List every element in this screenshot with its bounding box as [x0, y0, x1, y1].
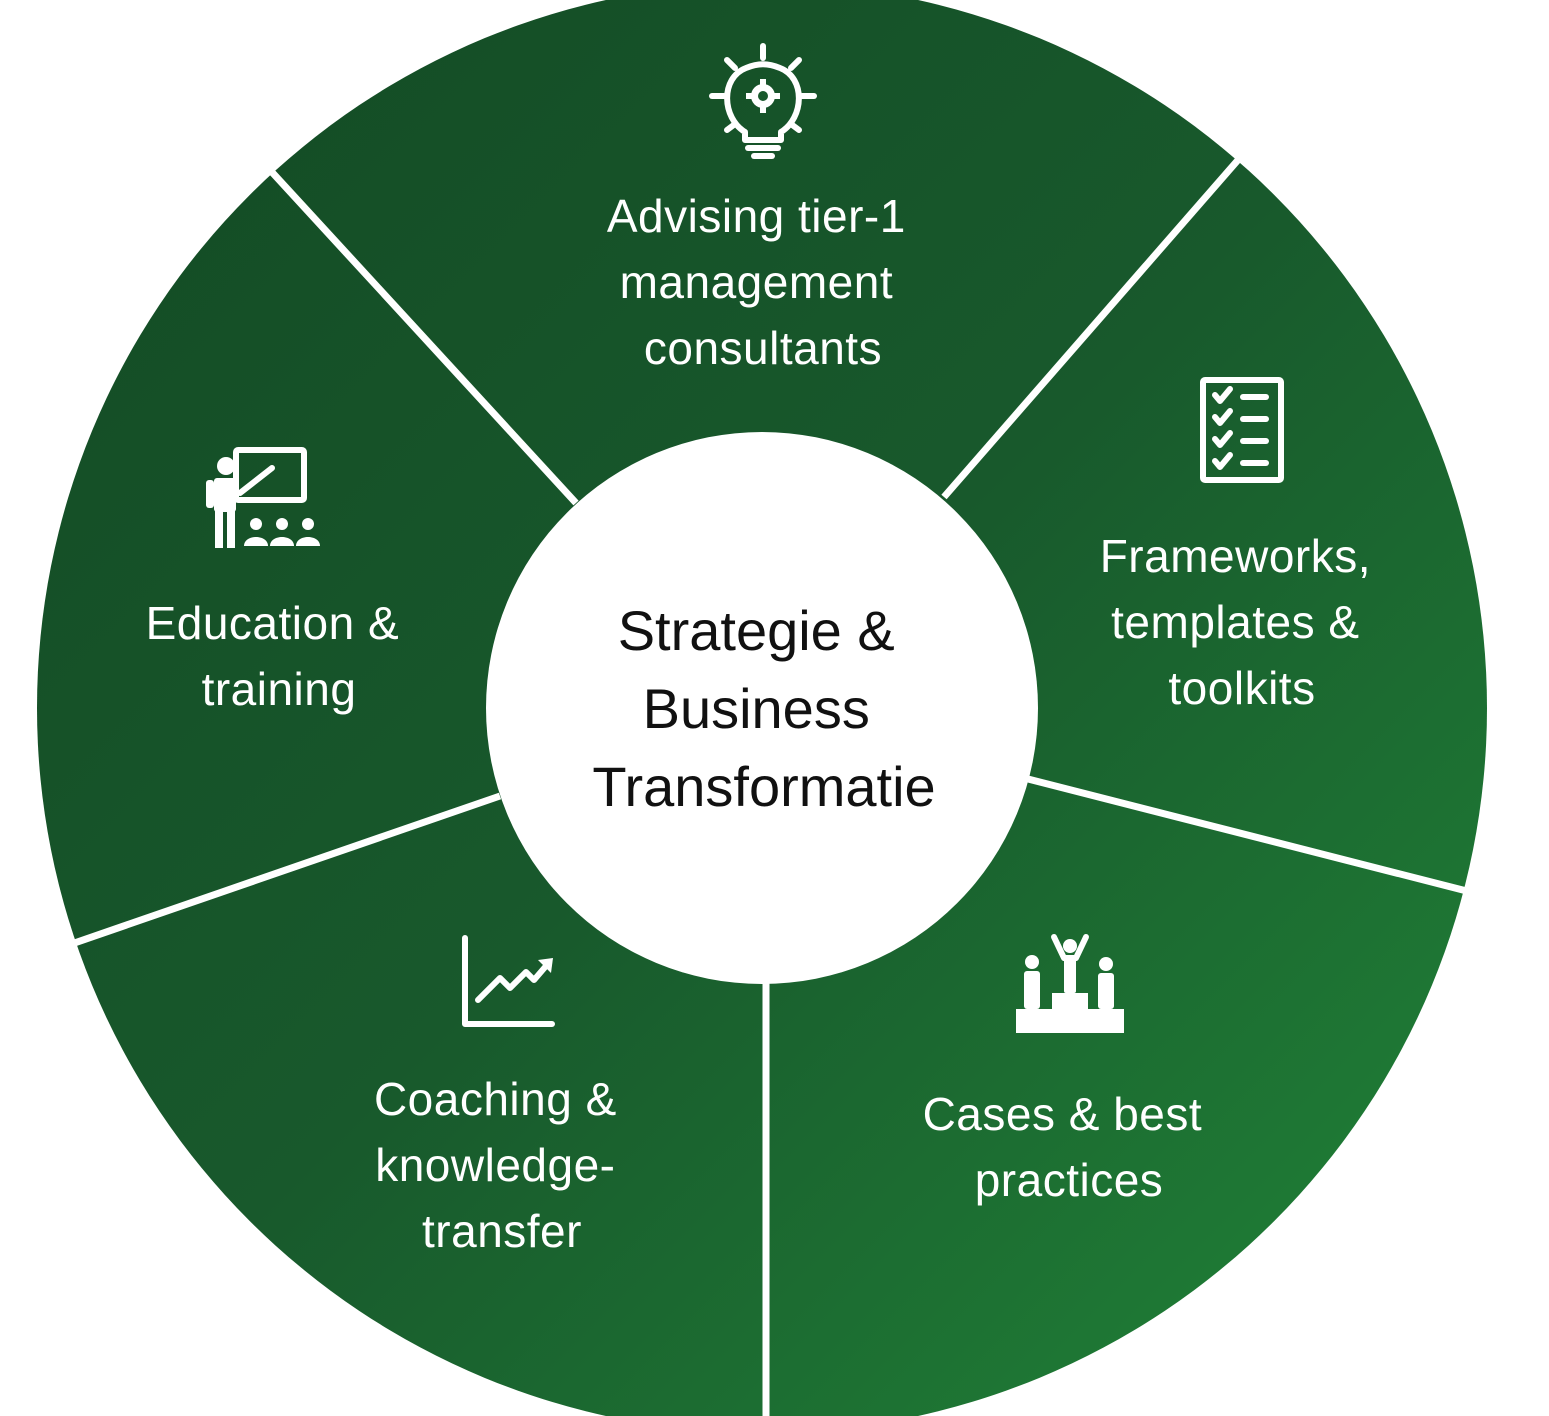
- divider-left: [3, 792, 502, 971]
- divider-top-left: [267, 167, 579, 506]
- growth-chart-icon: [462, 935, 555, 1027]
- segment-education-line-2: training: [202, 663, 357, 715]
- classroom-teacher-icon: [206, 447, 320, 548]
- segment-coaching-label: Coaching & knowledge- transfer: [374, 1073, 630, 1257]
- segment-cases-label: Cases & best practices: [923, 1088, 1216, 1206]
- segment-coaching-line-3: transfer: [422, 1205, 582, 1257]
- segment-education-line-1: Education &: [146, 597, 400, 649]
- segment-frameworks-label: Frameworks, templates & toolkits: [1100, 530, 1385, 714]
- segment-frameworks: Frameworks, templates & toolkits: [1100, 377, 1385, 714]
- segment-coaching: Coaching & knowledge- transfer: [374, 935, 630, 1257]
- segment-advising-line-2: management: [620, 256, 894, 308]
- segment-education-label: Education & training: [146, 597, 413, 715]
- segment-cases-line-2: practices: [975, 1154, 1164, 1206]
- segment-coaching-line-2: knowledge-: [375, 1139, 615, 1191]
- segment-cases-line-1: Cases & best: [923, 1088, 1203, 1140]
- segment-cases: Cases & best practices: [923, 934, 1216, 1206]
- center-title-line-3: Transformatie: [592, 755, 935, 818]
- divider-top-right: [941, 157, 1241, 500]
- segment-advising: Advising tier-1 management consultants: [607, 43, 919, 374]
- segment-advising-line-3: consultants: [644, 322, 882, 374]
- segment-frameworks-line-2: templates &: [1111, 596, 1359, 648]
- lightbulb-gear-icon: [709, 43, 817, 159]
- segment-frameworks-line-1: Frameworks,: [1100, 530, 1371, 582]
- segment-dividers: [3, 157, 1549, 1416]
- segment-education: Education & training: [146, 447, 413, 715]
- center-title: Strategie & Business Transformatie: [592, 599, 935, 818]
- segment-advising-line-1: Advising tier-1: [607, 190, 906, 242]
- center-title-line-2: Business: [643, 677, 870, 740]
- segment-frameworks-line-3: toolkits: [1168, 662, 1315, 714]
- center-title-line-1: Strategie &: [618, 599, 895, 662]
- segment-advising-label: Advising tier-1 management consultants: [607, 190, 919, 374]
- podium-winners-icon: [1016, 934, 1124, 1033]
- center-circle: [486, 432, 1038, 984]
- segment-coaching-line-1: Coaching &: [374, 1073, 617, 1125]
- divider-right: [1027, 775, 1549, 916]
- checklist-icon: [1200, 377, 1284, 483]
